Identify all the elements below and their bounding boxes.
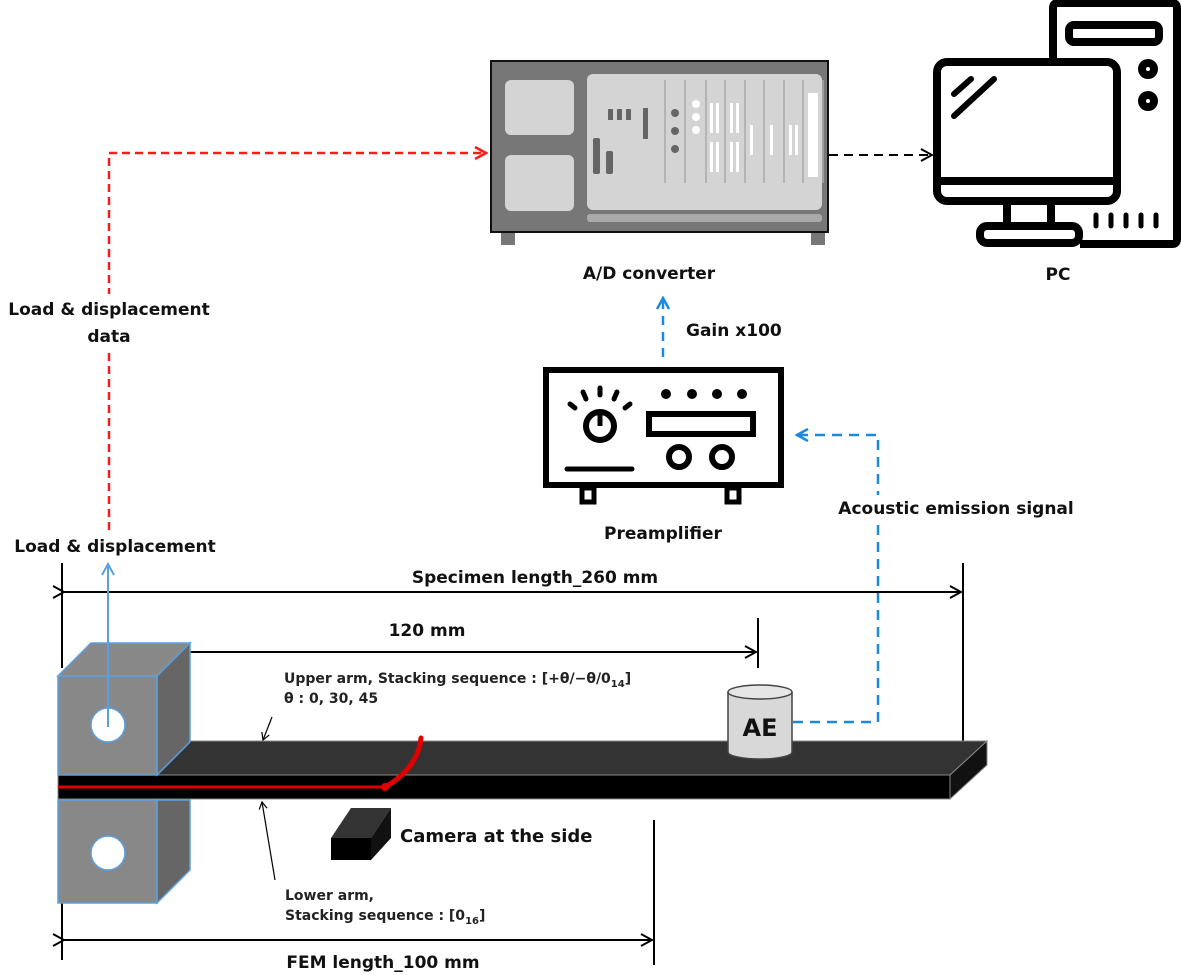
crack-tip-curve <box>382 735 424 790</box>
load-data-label-line2: data <box>87 327 130 347</box>
crack-tip <box>381 783 389 791</box>
preamplifier-label: Preamplifier <box>604 524 723 544</box>
load-data-arrow <box>107 153 486 530</box>
ae-sensor-label: AE <box>743 714 778 742</box>
load-source-label: Load & displacement <box>14 537 215 557</box>
pc-label: PC <box>1046 265 1071 285</box>
camera-icon <box>331 808 391 860</box>
load-data-label-line1: Load & displacement <box>8 300 209 320</box>
gain-label: Gain x100 <box>686 321 782 341</box>
specimen-beam <box>57 739 989 801</box>
upper-arm-annotation: Upper arm, Stacking sequence : [+θ/−θ/01… <box>284 671 631 690</box>
upper-arm-pointer <box>261 716 273 742</box>
lower-arm-annotation-line1: Lower arm, <box>285 888 374 904</box>
ae-sensor-icon <box>727 684 793 760</box>
lower-arm-pointer <box>258 800 276 881</box>
load-data-label-bg <box>0 294 225 348</box>
theta-values-annotation: θ : 0, 30, 45 <box>284 691 378 707</box>
pc-icon <box>933 0 1181 248</box>
lower-loading-block <box>57 799 191 905</box>
ad-converter-label: A/D converter <box>583 264 716 284</box>
acoustic-label-bg <box>826 495 1086 521</box>
ad-converter-icon <box>490 60 829 245</box>
preamplifier-icon <box>543 367 784 505</box>
specimen-length-label: Specimen length_260 mm <box>412 568 658 588</box>
ae-to-preamp-arrow <box>793 435 880 724</box>
acoustic-signal-label: Acoustic emission signal <box>838 499 1073 519</box>
lower-arm-annotation-line2: Stacking sequence : [016] <box>285 908 485 927</box>
camera-label: Camera at the side <box>400 826 593 847</box>
preamp-indicator-dots <box>661 389 747 399</box>
upper-loading-block <box>56 641 192 777</box>
fem-length-label: FEM length_100 mm <box>286 953 479 973</box>
crack-offset-label: 120 mm <box>389 621 466 641</box>
